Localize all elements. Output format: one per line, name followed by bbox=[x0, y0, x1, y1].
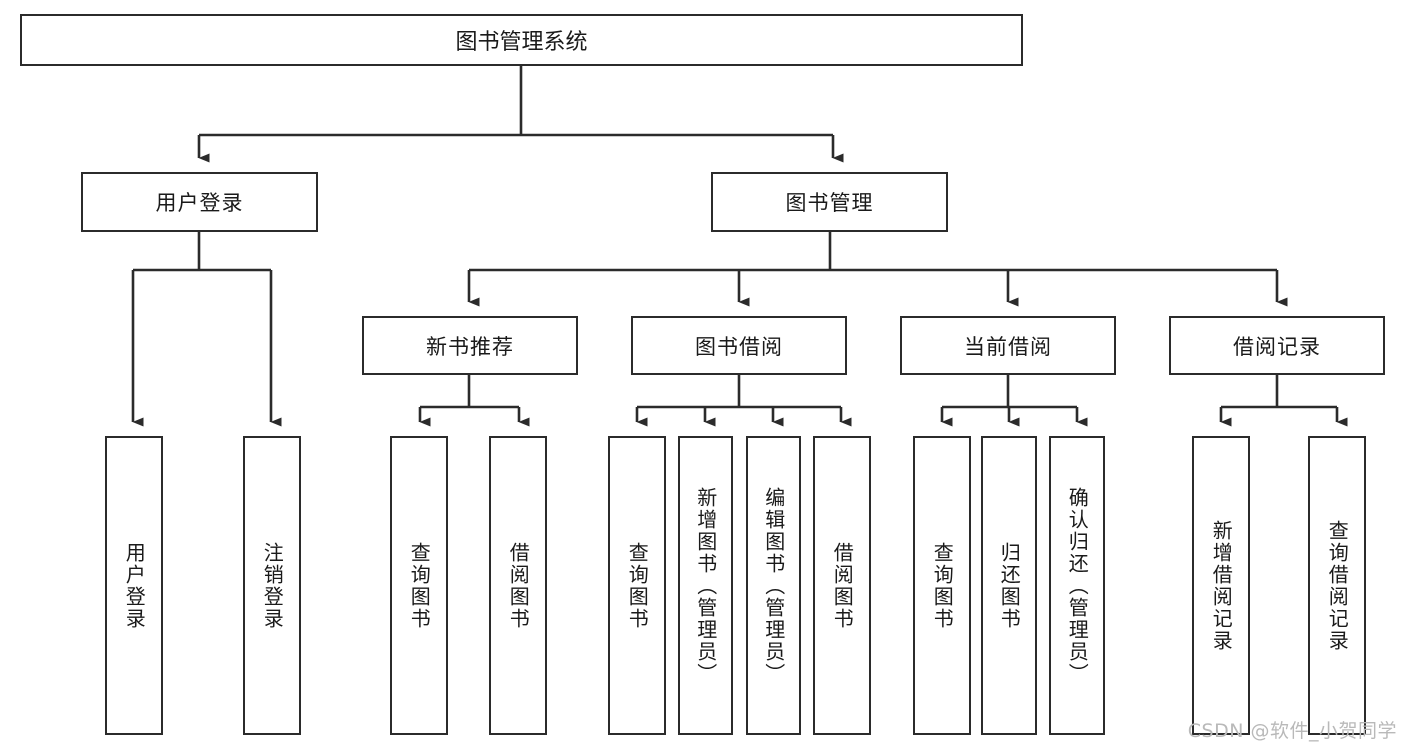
node-leaf-cur-return-book[interactable]: 归还图书 bbox=[981, 436, 1037, 735]
node-leaf-rec-query-record-label: 查询借阅记录 bbox=[1325, 519, 1350, 652]
node-user-login-label: 用户登录 bbox=[155, 191, 244, 215]
node-leaf-borrow-add-book[interactable]: 新增图书（管理员） bbox=[678, 436, 733, 735]
node-leaf-borrow-query-book-label: 查询图书 bbox=[625, 541, 650, 630]
node-leaf-borrow-edit-book[interactable]: 编辑图书（管理员） bbox=[746, 436, 801, 735]
node-leaf-user-logout-label: 注销登录 bbox=[260, 541, 285, 630]
node-leaf-cur-confirm-return[interactable]: 确认归还（管理员） bbox=[1049, 436, 1105, 735]
node-leaf-borrow-borrow-book-label: 借阅图书 bbox=[830, 541, 855, 630]
node-book-borrow-label: 图书借阅 bbox=[695, 334, 783, 359]
node-leaf-cur-confirm-return-label: 确认归还（管理员） bbox=[1065, 486, 1090, 685]
node-new-book-rec[interactable]: 新书推荐 bbox=[362, 316, 578, 375]
node-root[interactable]: 图书管理系统 bbox=[20, 14, 1023, 66]
node-borrow-record-label: 借阅记录 bbox=[1233, 334, 1321, 359]
node-leaf-borrow-borrow-book[interactable]: 借阅图书 bbox=[813, 436, 871, 735]
node-root-label: 图书管理系统 bbox=[455, 30, 588, 55]
node-leaf-rec-query-book[interactable]: 查询图书 bbox=[390, 436, 448, 735]
node-book-manage-label: 图书管理 bbox=[785, 191, 874, 215]
node-leaf-borrow-add-book-label: 新增图书（管理员） bbox=[693, 486, 718, 685]
csdn-watermark: CSDN @软件_小贺同学 bbox=[1187, 720, 1397, 742]
node-user-login[interactable]: 用户登录 bbox=[81, 172, 318, 232]
node-borrow-record[interactable]: 借阅记录 bbox=[1169, 316, 1385, 375]
node-current-borrow-label: 当前借阅 bbox=[964, 334, 1052, 359]
node-leaf-rec-add-record-label: 新增借阅记录 bbox=[1209, 519, 1234, 652]
node-leaf-rec-borrow-book-label: 借阅图书 bbox=[506, 541, 531, 630]
node-current-borrow[interactable]: 当前借阅 bbox=[900, 316, 1116, 375]
node-new-book-rec-label: 新书推荐 bbox=[426, 334, 514, 359]
node-leaf-borrow-edit-book-label: 编辑图书（管理员） bbox=[761, 486, 786, 685]
node-leaf-cur-return-book-label: 归还图书 bbox=[997, 541, 1022, 630]
node-leaf-user-logout[interactable]: 注销登录 bbox=[243, 436, 301, 735]
node-leaf-cur-query-book-label: 查询图书 bbox=[930, 541, 955, 630]
node-book-manage[interactable]: 图书管理 bbox=[711, 172, 948, 232]
node-leaf-user-login-label: 用户登录 bbox=[122, 541, 147, 630]
node-leaf-rec-borrow-book[interactable]: 借阅图书 bbox=[489, 436, 547, 735]
node-book-borrow[interactable]: 图书借阅 bbox=[631, 316, 847, 375]
node-leaf-rec-query-book-label: 查询图书 bbox=[407, 541, 432, 630]
node-leaf-rec-query-record[interactable]: 查询借阅记录 bbox=[1308, 436, 1366, 735]
node-leaf-rec-add-record[interactable]: 新增借阅记录 bbox=[1192, 436, 1250, 735]
node-leaf-cur-query-book[interactable]: 查询图书 bbox=[913, 436, 971, 735]
node-leaf-user-login[interactable]: 用户登录 bbox=[105, 436, 163, 735]
node-leaf-borrow-query-book[interactable]: 查询图书 bbox=[608, 436, 666, 735]
